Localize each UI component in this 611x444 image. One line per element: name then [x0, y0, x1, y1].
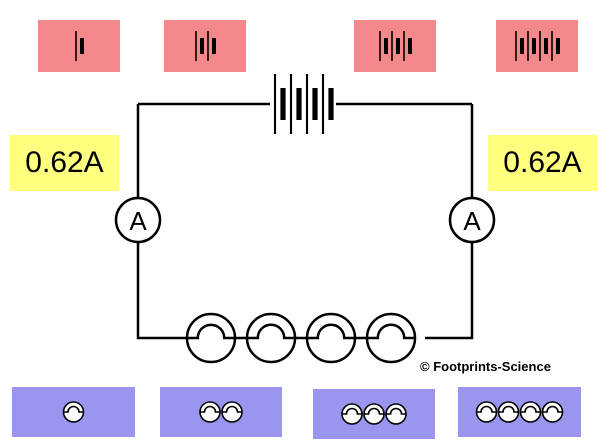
lamp-icon — [341, 403, 407, 425]
left-ammeter-label: A — [129, 206, 147, 236]
lamp-icon — [62, 401, 85, 423]
wire-left-lower — [136, 242, 185, 340]
copyright-text: © Footprints-Science — [420, 359, 551, 374]
wire-right-lower — [425, 242, 474, 340]
lamp-filament — [247, 323, 295, 340]
lamp-filament — [222, 405, 242, 413]
lamp-filament — [342, 407, 362, 415]
left-ammeter-circle — [114, 196, 162, 244]
lamp-filament — [476, 405, 497, 413]
left-ammeter: A — [114, 196, 162, 244]
battery-1-cell-button[interactable] — [38, 20, 120, 72]
lamp-filament — [520, 405, 541, 413]
right-ammeter-circle — [448, 196, 496, 244]
cell-icon — [195, 31, 216, 61]
cell-icon — [379, 31, 412, 61]
lamp-filament — [542, 405, 563, 413]
cell-icon — [515, 31, 560, 61]
lamp-filament — [364, 407, 384, 415]
left-ammeter-readout: 0.62A — [10, 135, 119, 191]
lamps-2-button[interactable] — [160, 387, 282, 437]
lamp-filament — [386, 407, 406, 415]
lamp-circle — [305, 312, 357, 364]
battery-symbol — [273, 74, 334, 134]
lamp-filament — [307, 323, 355, 340]
lamps-4-button[interactable] — [458, 387, 581, 437]
right-current-value: 0.62A — [503, 146, 582, 179]
right-ammeter-readout: 0.62A — [488, 135, 597, 191]
lamps-in-series — [185, 312, 417, 364]
battery-4-cell-button[interactable] — [496, 20, 578, 72]
lamp-filament — [200, 405, 220, 413]
right-ammeter-label: A — [463, 206, 481, 236]
lamp-filament — [187, 323, 235, 340]
lamp-filament — [498, 405, 519, 413]
lamps-3-button[interactable] — [313, 389, 435, 439]
lamp-circle — [245, 312, 297, 364]
lamp-filament — [367, 323, 415, 340]
left-current-value: 0.62A — [25, 146, 104, 179]
right-ammeter: A — [448, 196, 496, 244]
battery-2-cell-button[interactable] — [164, 20, 246, 72]
lamp-filament — [63, 405, 84, 413]
lamps-1-button[interactable] — [12, 387, 135, 437]
cell-icon — [75, 31, 84, 61]
lamp-icon — [475, 401, 564, 423]
lamp-circle — [365, 312, 417, 364]
battery-3-cell-button[interactable] — [354, 20, 436, 72]
lamp-icon — [199, 401, 243, 423]
lamp-circle — [185, 312, 237, 364]
